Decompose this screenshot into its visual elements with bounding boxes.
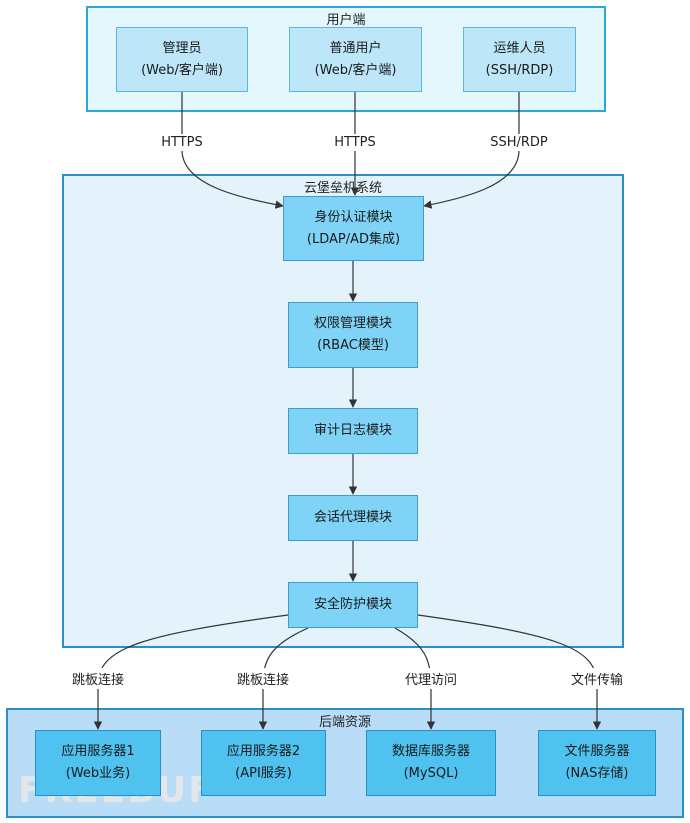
node-proxy-title: 会话代理模块 — [313, 510, 392, 525]
node-app2-sub: (API服务) — [235, 766, 292, 781]
node-admin: 管理员 (Web/客户端) — [116, 27, 248, 92]
node-user-sub: (Web/客户端) — [314, 62, 397, 78]
node-app1: 应用服务器1 (Web业务) — [35, 730, 161, 796]
client-group-title: 用户端 — [326, 13, 366, 28]
node-rbac-sub: (RBAC模型) — [317, 338, 389, 353]
node-ops: 运维人员 (SSH/RDP) — [463, 27, 576, 92]
node-audit: 审计日志模块 — [288, 408, 418, 454]
node-auth: 身份认证模块 (LDAP/AD集成) — [283, 196, 424, 261]
edge-label-user: HTTPS — [331, 134, 379, 151]
backend-group-title: 后端资源 — [318, 715, 371, 730]
edge-label-ops: SSH/RDP — [487, 134, 551, 151]
edge-label-file: 文件传输 — [567, 668, 627, 689]
node-user-title: 普通用户 — [329, 40, 382, 56]
node-file-sub: (NAS存储) — [565, 766, 629, 781]
node-security: 安全防护模块 — [288, 582, 418, 628]
node-admin-sub: (Web/客户端) — [141, 62, 223, 78]
node-audit-title: 审计日志模块 — [313, 423, 392, 438]
edge-label-app1: 跳板连接 — [68, 668, 128, 689]
node-admin-title: 管理员 — [162, 40, 202, 56]
node-rbac: 权限管理模块 (RBAC模型) — [288, 302, 418, 368]
node-db: 数据库服务器 (MySQL) — [366, 730, 496, 796]
edge-label-db: 代理访问 — [401, 668, 461, 689]
system-group: 云堡垒机系统 — [62, 174, 624, 648]
edge-label-app2: 跳板连接 — [233, 668, 293, 689]
node-auth-title: 身份认证模块 — [314, 209, 393, 225]
node-db-sub: (MySQL) — [403, 766, 459, 781]
node-app1-title: 应用服务器1 — [61, 744, 135, 759]
node-ops-sub: (SSH/RDP) — [485, 62, 554, 78]
node-proxy: 会话代理模块 — [288, 495, 418, 541]
edge-ops-auth — [423, 92, 520, 209]
node-rbac-title: 权限管理模块 — [313, 316, 392, 331]
node-user: 普通用户 (Web/客户端) — [289, 27, 422, 92]
node-app1-sub: (Web业务) — [65, 766, 131, 781]
node-file-title: 文件服务器 — [564, 744, 630, 759]
node-app2: 应用服务器2 (API服务) — [201, 730, 326, 796]
node-file: 文件服务器 (NAS存储) — [538, 730, 656, 796]
node-ops-title: 运维人员 — [493, 40, 546, 56]
edge-label-admin: HTTPS — [158, 134, 206, 151]
edge-admin-auth — [181, 92, 284, 209]
node-db-title: 数据库服务器 — [391, 744, 470, 759]
node-app2-title: 应用服务器2 — [226, 744, 301, 759]
node-auth-sub: (LDAP/AD集成) — [306, 231, 401, 247]
node-security-title: 安全防护模块 — [313, 597, 392, 612]
system-group-title: 云堡垒机系统 — [303, 181, 382, 196]
